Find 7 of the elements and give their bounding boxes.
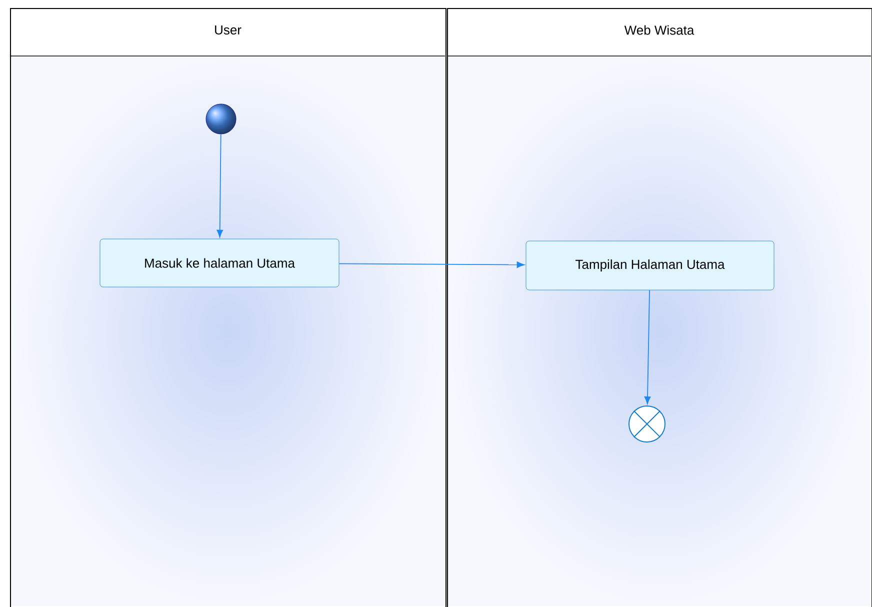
arrow (216, 134, 223, 238)
action-box: Masuk ke halaman Utama (100, 238, 340, 288)
arrow (644, 290, 651, 404)
end-circle (628, 406, 666, 442)
action-box: Tampilan Halaman Utama (526, 240, 774, 290)
arrow (338, 262, 524, 268)
start-circle (206, 104, 236, 134)
